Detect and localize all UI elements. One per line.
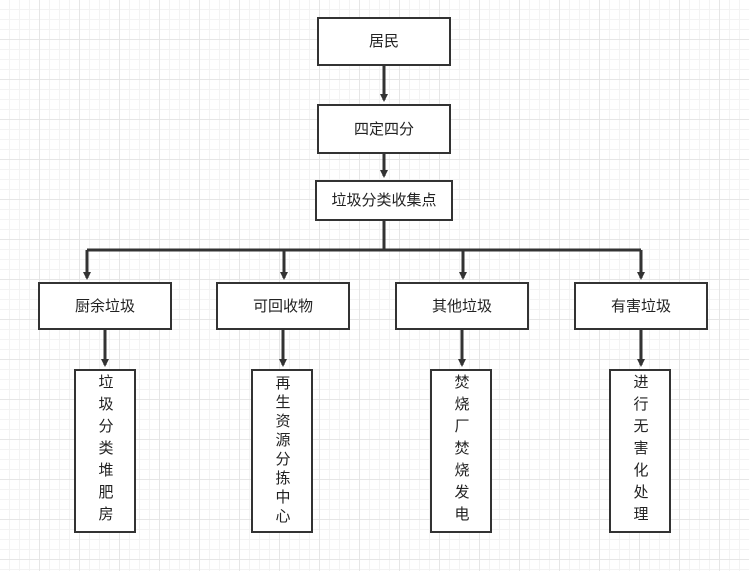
node-outcome-label: 垃圾分类堆肥房: [96, 374, 115, 528]
node-outcome-sorting-center: 再生资源分拣中心: [251, 369, 313, 533]
node-category-recyclable: 可回收物: [216, 282, 350, 330]
node-outcome-incineration: 焚烧厂焚烧发电: [430, 369, 492, 533]
node-category-label: 可回收物: [252, 296, 313, 315]
node-four-rules-label: 四定四分: [353, 119, 414, 138]
node-outcome-compost: 垃圾分类堆肥房: [74, 369, 136, 533]
node-resident-label: 居民: [368, 32, 399, 50]
node-category-label: 有害垃圾: [610, 296, 671, 315]
node-category-label: 厨余垃圾: [74, 296, 135, 315]
node-category-hazardous: 有害垃圾: [574, 282, 708, 330]
node-resident: 居民: [317, 17, 451, 66]
node-collection-point-label: 垃圾分类收集点: [331, 191, 437, 209]
node-outcome-harmless-treatment: 进行无害化处理: [609, 369, 671, 533]
node-category-label: 其他垃圾: [431, 296, 492, 315]
node-outcome-label: 再生资源分拣中心: [273, 375, 292, 527]
node-four-rules: 四定四分: [317, 104, 451, 154]
node-outcome-label: 焚烧厂焚烧发电: [452, 374, 471, 528]
node-category-kitchen: 厨余垃圾: [38, 282, 172, 330]
node-collection-point: 垃圾分类收集点: [315, 180, 453, 221]
node-category-other: 其他垃圾: [395, 282, 529, 330]
node-outcome-label: 进行无害化处理: [631, 374, 650, 528]
